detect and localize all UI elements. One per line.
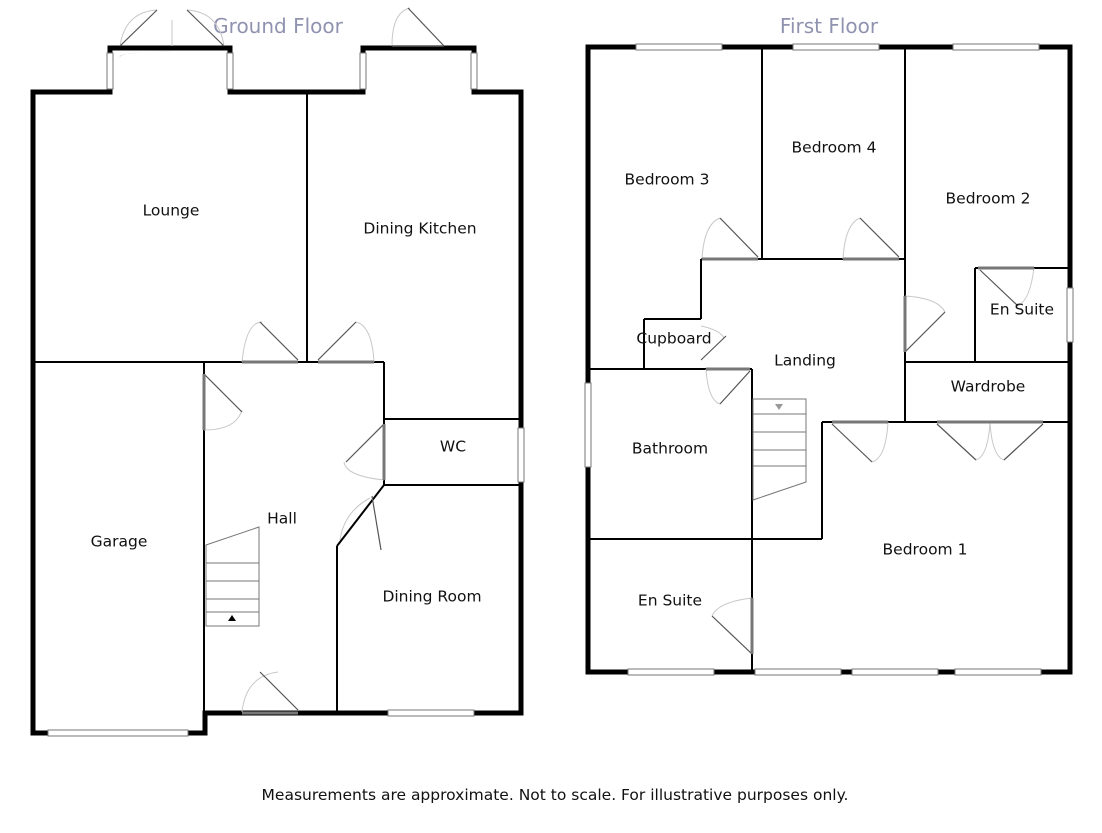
- window: [1066, 287, 1074, 343]
- ground-windows: [47, 52, 525, 737]
- door-leaf: [203, 373, 243, 413]
- door-leaf: [407, 7, 445, 47]
- room-label-en-suite-bed1: En Suite: [638, 592, 702, 610]
- door-leaf: [700, 335, 727, 361]
- door-leaf: [119, 9, 158, 47]
- window: [584, 382, 592, 468]
- room-label-bedroom-3: Bedroom 3: [625, 171, 710, 189]
- door-leaf: [831, 423, 873, 463]
- window: [517, 427, 525, 483]
- first-windows: [584, 43, 1074, 676]
- first-stairs: [752, 398, 807, 501]
- window: [954, 668, 1042, 676]
- door-leaf: [186, 9, 225, 47]
- window: [470, 52, 478, 90]
- window: [952, 43, 1040, 51]
- room-label-cupboard: Cupboard: [636, 330, 711, 348]
- ground-floor: Ground Floor: [30, 7, 525, 737]
- first-floor: First Floor: [584, 14, 1074, 676]
- first-floor-title: First Floor: [780, 14, 879, 38]
- door-leaf: [719, 217, 759, 258]
- ground-exterior-wall: [30, 45, 524, 736]
- ground-doors: [119, 7, 445, 715]
- ground-floor-title: Ground Floor: [213, 14, 343, 38]
- door-leaf: [259, 321, 299, 361]
- door-leaf: [936, 423, 977, 461]
- door-leaf: [904, 311, 946, 353]
- first-doors: [700, 217, 1044, 655]
- room-label-wardrobe: Wardrobe: [951, 378, 1026, 396]
- room-label-bedroom-1: Bedroom 1: [883, 541, 968, 559]
- room-label-landing: Landing: [774, 352, 836, 370]
- first-interior-walls: [590, 49, 1068, 670]
- garage-door: [47, 729, 189, 737]
- window: [754, 668, 842, 676]
- window: [627, 668, 715, 676]
- room-label-lounge: Lounge: [143, 202, 200, 220]
- door-leaf: [719, 370, 751, 405]
- room-label-garage: Garage: [91, 533, 148, 551]
- window: [359, 52, 367, 90]
- room-label-dining-room: Dining Room: [382, 588, 481, 606]
- ground-interior-walls: [35, 92, 519, 711]
- window: [792, 43, 880, 51]
- door-leaf: [711, 615, 753, 655]
- door-leaf: [1003, 423, 1044, 461]
- room-label-bedroom-4: Bedroom 4: [792, 139, 877, 157]
- door-leaf: [345, 423, 385, 463]
- room-label-bedroom-2: Bedroom 2: [946, 190, 1031, 208]
- room-label-hall: Hall: [267, 510, 297, 528]
- door-leaf: [371, 495, 382, 551]
- door-leaf: [979, 269, 1019, 307]
- door-leaf: [259, 671, 299, 711]
- window: [851, 668, 939, 676]
- room-label-en-suite-bed2: En Suite: [990, 301, 1054, 319]
- stair-arrow-icon: [228, 615, 236, 621]
- window: [635, 43, 723, 51]
- room-label-wc: WC: [440, 438, 466, 456]
- window: [226, 52, 234, 90]
- disclaimer: Measurements are approximate. Not to sca…: [262, 786, 849, 804]
- stair-arrow-icon: [775, 404, 783, 410]
- window: [387, 709, 475, 717]
- window: [106, 52, 114, 90]
- room-label-bathroom: Bathroom: [632, 440, 708, 458]
- door-leaf: [317, 321, 357, 361]
- door-leaf: [859, 217, 900, 258]
- ground-stairs: [205, 526, 260, 627]
- room-label-dining-kitchen: Dining Kitchen: [363, 220, 476, 238]
